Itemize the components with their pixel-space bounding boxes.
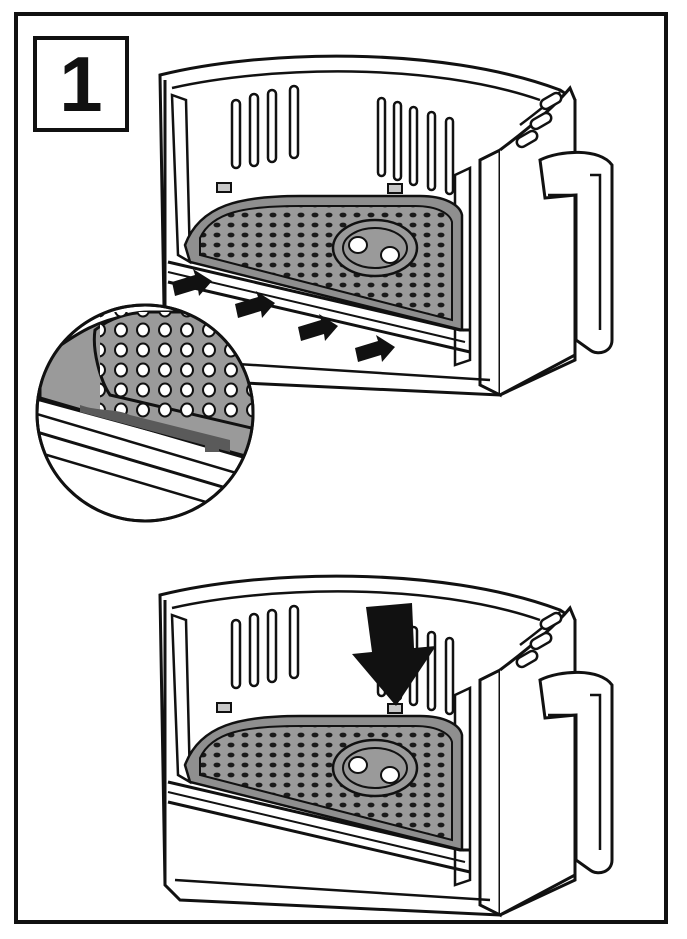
step-number: 1 bbox=[59, 40, 103, 128]
press-down-arrow bbox=[352, 603, 436, 706]
detail-zoom bbox=[35, 303, 255, 523]
arrow-2 bbox=[235, 291, 275, 318]
arrow-1 bbox=[172, 269, 212, 296]
arrow-3 bbox=[298, 314, 338, 341]
insert-arrows bbox=[172, 269, 395, 362]
instruction-frame bbox=[14, 12, 668, 924]
arrow-4 bbox=[355, 335, 395, 362]
step-number-box: 1 bbox=[33, 36, 129, 132]
